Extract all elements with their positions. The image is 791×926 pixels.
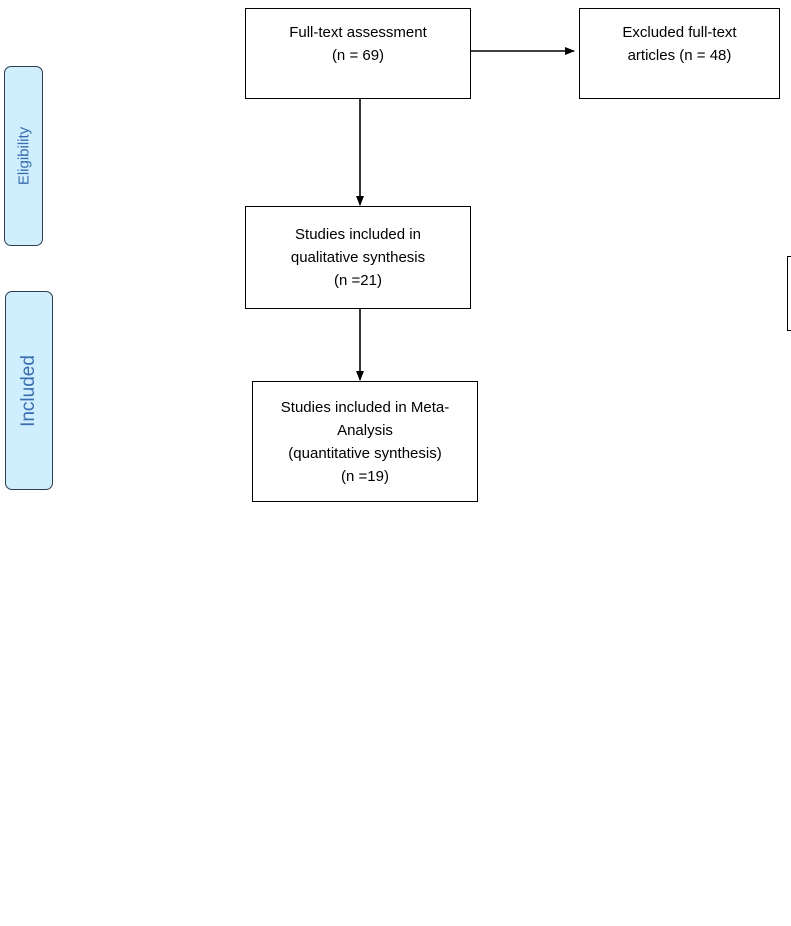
meta-analysis-line1: Studies included in Meta- bbox=[280, 398, 450, 416]
excluded-articles-count: articles (n = 48) bbox=[627, 47, 732, 64]
qualitative-synthesis-line1: Studies included in bbox=[295, 226, 421, 243]
qualitative-synthesis-line2: qualitative synthesis bbox=[290, 249, 426, 266]
qualitative-synthesis-count: (n =21) bbox=[334, 272, 382, 289]
excluded-articles-title: Excluded full-text bbox=[622, 24, 737, 41]
fulltext-assessment-box: Full-text assessment (n = 69) bbox=[245, 8, 471, 99]
fulltext-assessment-count: (n = 69) bbox=[331, 47, 385, 64]
qualitative-synthesis-box: Studies included in qualitative synthesi… bbox=[245, 206, 471, 309]
cropped-bracket bbox=[787, 256, 791, 331]
meta-analysis-box: Studies included in Meta- Analysis (quan… bbox=[252, 381, 478, 502]
excluded-articles-box: Excluded full-text articles (n = 48) bbox=[579, 8, 780, 99]
meta-analysis-count: (n =19) bbox=[341, 467, 389, 485]
stage-label-eligibility: Eligibility bbox=[4, 66, 43, 246]
meta-analysis-line3: (quantitative synthesis) bbox=[288, 444, 442, 462]
fulltext-assessment-title: Full-text assessment bbox=[289, 24, 427, 41]
stage-label-included: Included bbox=[5, 291, 53, 490]
meta-analysis-line2: Analysis bbox=[337, 421, 393, 439]
